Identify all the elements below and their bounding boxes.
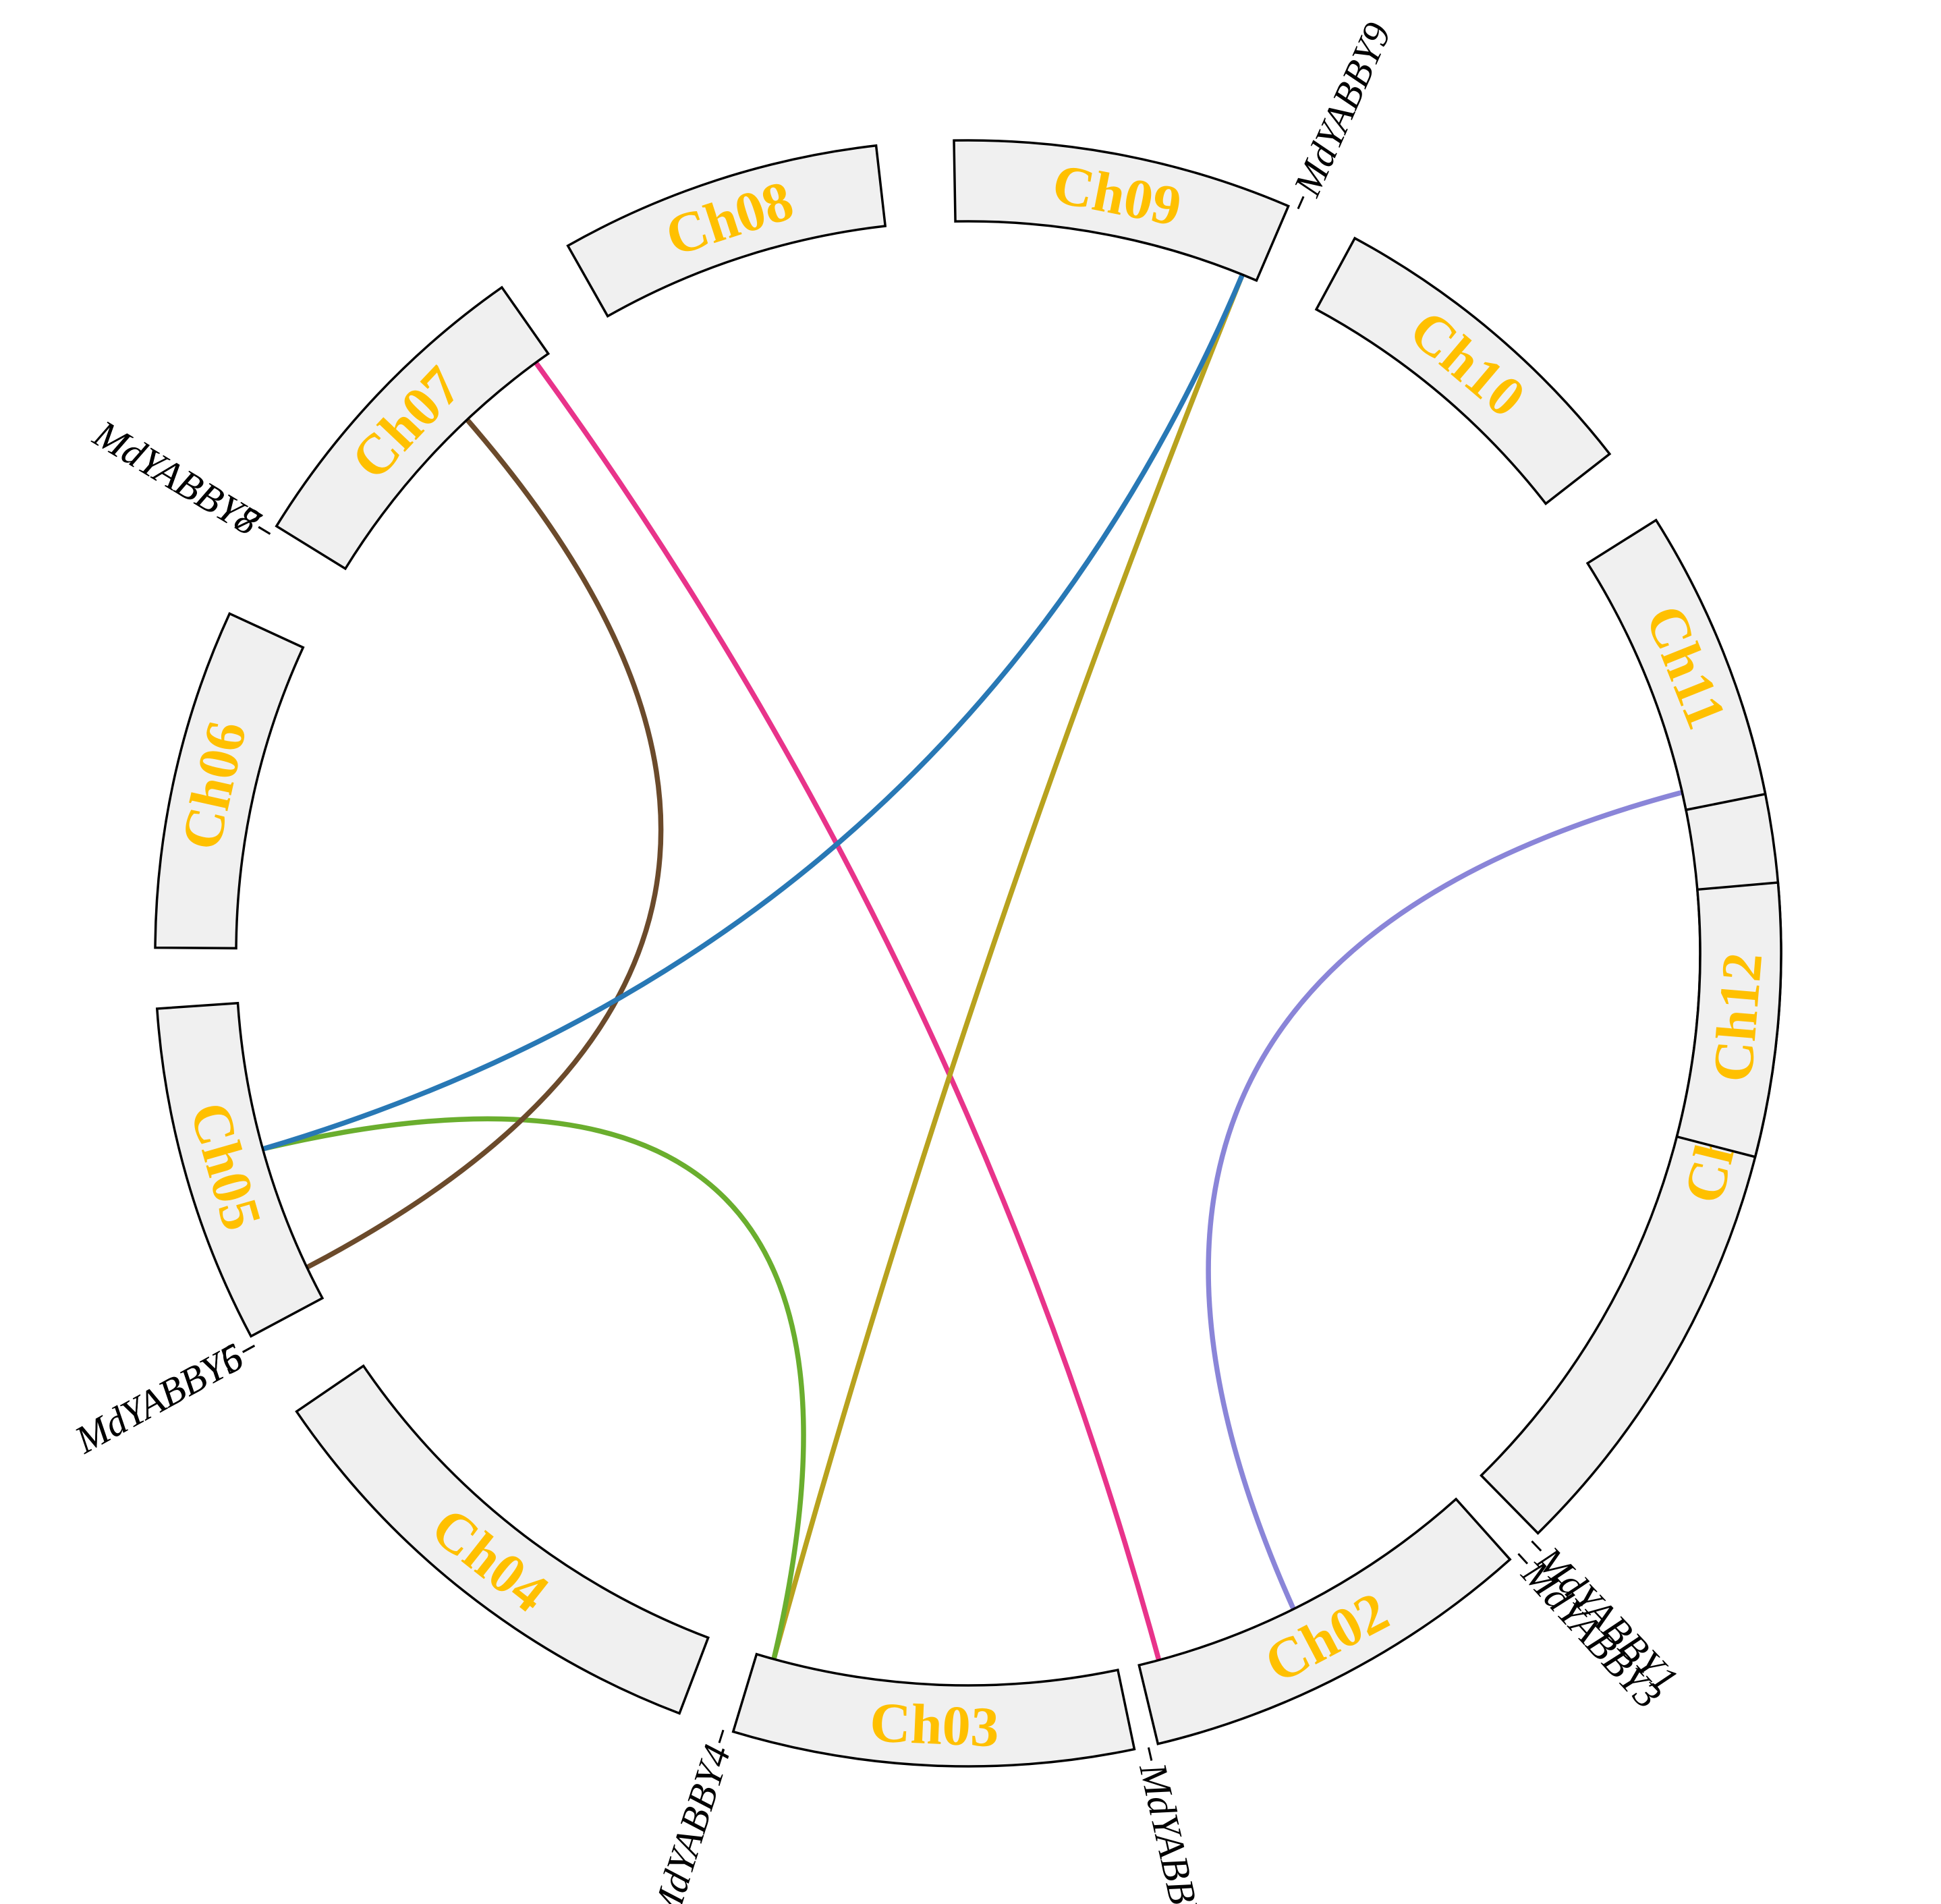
chromosome-ch05: Ch05	[155, 1001, 325, 1338]
gene-label-mdyabby8: MdYABBY8	[86, 411, 266, 544]
gene-marker-mdyabby4: MdYABBY4	[642, 1729, 739, 1904]
chromosome-ch02: Ch02	[1137, 1497, 1512, 1745]
gene-marker-mdyabby6: MdYABBY6	[67, 1335, 256, 1462]
gene-tick	[1517, 1552, 1529, 1565]
chromosome-ch08: Ch08	[566, 144, 887, 318]
chromosome-block-ch06	[154, 612, 305, 950]
chromosome-ch06: Ch06	[154, 612, 305, 950]
chromosome-block-ch04	[295, 1364, 710, 1715]
chromosome-block-ch10	[1314, 236, 1612, 505]
link-mdyabby1-mdyabby2	[1206, 790, 1683, 1610]
chromosome-ch09: Ch09	[953, 139, 1290, 283]
gene-label-mdyabby9: MdYABBY9	[1285, 16, 1399, 203]
gene-marker-mdyabby8: MdYABBY8	[86, 411, 271, 544]
gene-label-mdyabby4: MdYABBY4	[642, 1739, 739, 1904]
link-mdyabby5-mdyabby7	[306, 418, 664, 1269]
link-mdyabby6-mdyabby9	[262, 274, 1245, 1151]
chromosome-ch07: Ch07	[275, 285, 551, 571]
chromosome-block-ch11	[1585, 518, 1767, 812]
chromosome-ch03: Ch03	[731, 1652, 1136, 1768]
chromosome-ch04: Ch04	[295, 1364, 710, 1715]
chromosome-block-ch09	[953, 139, 1290, 283]
chromosome-block-ch05	[155, 1001, 325, 1338]
chromosome-ch10: Ch10	[1314, 236, 1612, 505]
chromosome-label-ch03: Ch03	[868, 1691, 1000, 1759]
gene-label-mdyabby2: MdYABBY2	[1131, 1758, 1214, 1904]
chromosome-block-ch07	[275, 285, 551, 571]
chromosome-block-ch03	[731, 1652, 1136, 1768]
chromosome-label-ch12: Ch12	[1701, 951, 1775, 1084]
gene-tick	[258, 526, 271, 535]
chromosome-block-ch12	[1675, 881, 1782, 1158]
gene-tick	[1147, 1747, 1153, 1761]
link-mdyabby4-mdyabby9	[771, 274, 1245, 1660]
chromosome-block-ch08	[566, 144, 887, 318]
chromosome-ch12: Ch12	[1675, 881, 1782, 1158]
gene-tick	[718, 1729, 725, 1743]
gene-tick	[1531, 1540, 1542, 1552]
link-mdyabby4-mdyabby6	[262, 1116, 806, 1660]
gene-marker-mdyabby2: MdYABBY2	[1131, 1747, 1214, 1904]
gene-label-mdyabby6: MdYABBY6	[67, 1335, 250, 1462]
chromosome-layer: Ch01Ch02Ch03Ch04Ch05Ch06Ch07Ch08Ch09Ch10…	[154, 139, 1782, 1768]
chromosome-ch11: Ch11	[1585, 518, 1767, 812]
gene-tick	[242, 1345, 256, 1353]
gene-marker-mdyabby9: MdYABBY9	[1285, 16, 1399, 210]
link-mdyabby3-mdyabby8	[534, 362, 1161, 1661]
gene-tick	[1297, 196, 1305, 210]
links-layer	[262, 274, 1683, 1661]
chromosome-block-ch02	[1137, 1497, 1512, 1745]
